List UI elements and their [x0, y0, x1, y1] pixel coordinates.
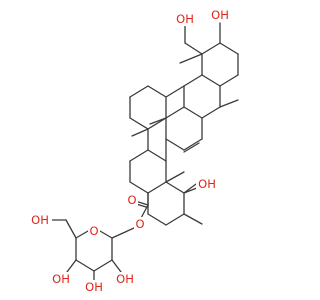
bond: [129, 149, 149, 162]
bond: [129, 117, 149, 130]
bond: [165, 181, 185, 194]
bond: [201, 42, 221, 55]
bond: [147, 85, 167, 98]
bond: [129, 181, 149, 194]
bond: [147, 213, 167, 226]
bond: [65, 219, 77, 239]
bond: [184, 42, 203, 55]
bond: [219, 42, 239, 55]
bond: [147, 117, 167, 130]
bond: [165, 85, 185, 98]
bond: [93, 259, 113, 272]
bond: [165, 138, 185, 151]
bond: [183, 138, 203, 151]
oh-c3-label: OH: [211, 8, 229, 22]
ester-o-label: O: [135, 217, 144, 231]
ring-o-label: O: [89, 224, 98, 238]
bond: [147, 181, 167, 194]
structure-canvas: OH OH OH O O O OH OH OH OH: [30, 8, 239, 294]
bond: [183, 106, 203, 119]
bond: [179, 53, 203, 64]
bond: [183, 142, 200, 153]
bond: [183, 74, 203, 87]
bond: [183, 183, 197, 194]
bonds: [49, 22, 239, 283]
ester-carbonyl-o-label: O: [127, 193, 136, 207]
bond: [75, 230, 89, 239]
bond: [75, 259, 95, 272]
bond: [149, 117, 167, 125]
bond: [219, 99, 239, 108]
oh-sugar-c2-label: OH: [116, 272, 134, 286]
oh-sugar-ch2-label: OH: [31, 213, 49, 227]
bond: [129, 85, 149, 98]
bond: [165, 106, 185, 119]
oh-sugar-c4-label: OH: [52, 272, 70, 286]
atom-labels: OH OH OH O O O OH OH OH OH: [30, 8, 231, 294]
bond: [201, 74, 221, 87]
bond: [131, 128, 149, 137]
bond: [147, 149, 167, 162]
oh-sugar-c3-label: OH: [85, 280, 103, 294]
bond: [99, 230, 113, 239]
bond: [165, 171, 185, 183]
bond: [201, 106, 221, 119]
bond: [111, 227, 135, 239]
oh-c19-label: OH: [198, 177, 216, 191]
bond: [219, 74, 239, 87]
bond: [165, 213, 185, 226]
molecule-structure: OH OH OH O O O OH OH OH OH: [30, 8, 239, 294]
bond: [183, 213, 203, 225]
oh-ch2-top-label: OH: [176, 12, 194, 26]
